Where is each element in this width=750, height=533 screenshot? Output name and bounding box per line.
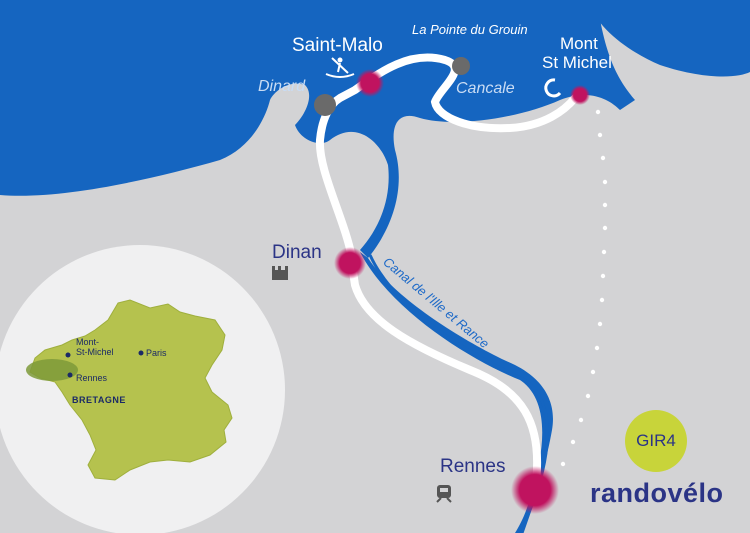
france-shape <box>29 299 233 481</box>
gir4-badge: GIR4 <box>625 410 687 472</box>
route-dinan-dinard <box>315 53 579 262</box>
dot-mont-st-michel <box>65 352 71 358</box>
inset-label-bretagne: BRETAGNE <box>72 395 126 405</box>
label-st-michel: St Michel <box>542 53 612 72</box>
label-cancale: Cancale <box>456 80 515 97</box>
kayak-icon <box>325 57 355 78</box>
dotted-route <box>560 109 608 467</box>
randovelo-logo: randovélo <box>590 478 724 508</box>
badge-label: GIR4 <box>636 431 676 450</box>
mont-st-michel-icon <box>544 78 562 98</box>
route-rennes-dinan <box>348 261 542 494</box>
train-icon <box>436 485 452 503</box>
cycle-routes <box>315 53 579 494</box>
waypoint-dinan <box>334 247 366 279</box>
inset-label-paris: Paris <box>146 348 167 358</box>
inset-label-st-michel: St-Michel <box>76 347 114 357</box>
inset-map <box>0 245 285 533</box>
inset-label-mont: Mont- <box>76 337 100 347</box>
label-mont: Mont <box>560 34 598 53</box>
castle-icon <box>272 266 288 280</box>
waypoint-cancale <box>452 57 470 75</box>
label-saint-malo: Saint-Malo <box>292 35 383 56</box>
waypoint-saint-malo <box>356 69 384 97</box>
bretagne-region <box>26 359 78 381</box>
inset-label-rennes: Rennes <box>76 373 108 383</box>
sea <box>0 0 750 258</box>
label-dinard: Dinard <box>258 78 306 95</box>
label-pointe-du-grouin: La Pointe du Grouin <box>412 22 528 37</box>
waypoint-rennes <box>511 466 559 514</box>
label-dinan: Dinan <box>272 242 322 263</box>
label-rennes: Rennes <box>440 456 506 477</box>
waypoint-mont-st-michel <box>570 85 590 105</box>
dot-rennes <box>67 372 73 378</box>
dot-paris <box>138 350 144 356</box>
river-rance <box>360 252 553 533</box>
waypoint-dinard <box>314 94 336 116</box>
